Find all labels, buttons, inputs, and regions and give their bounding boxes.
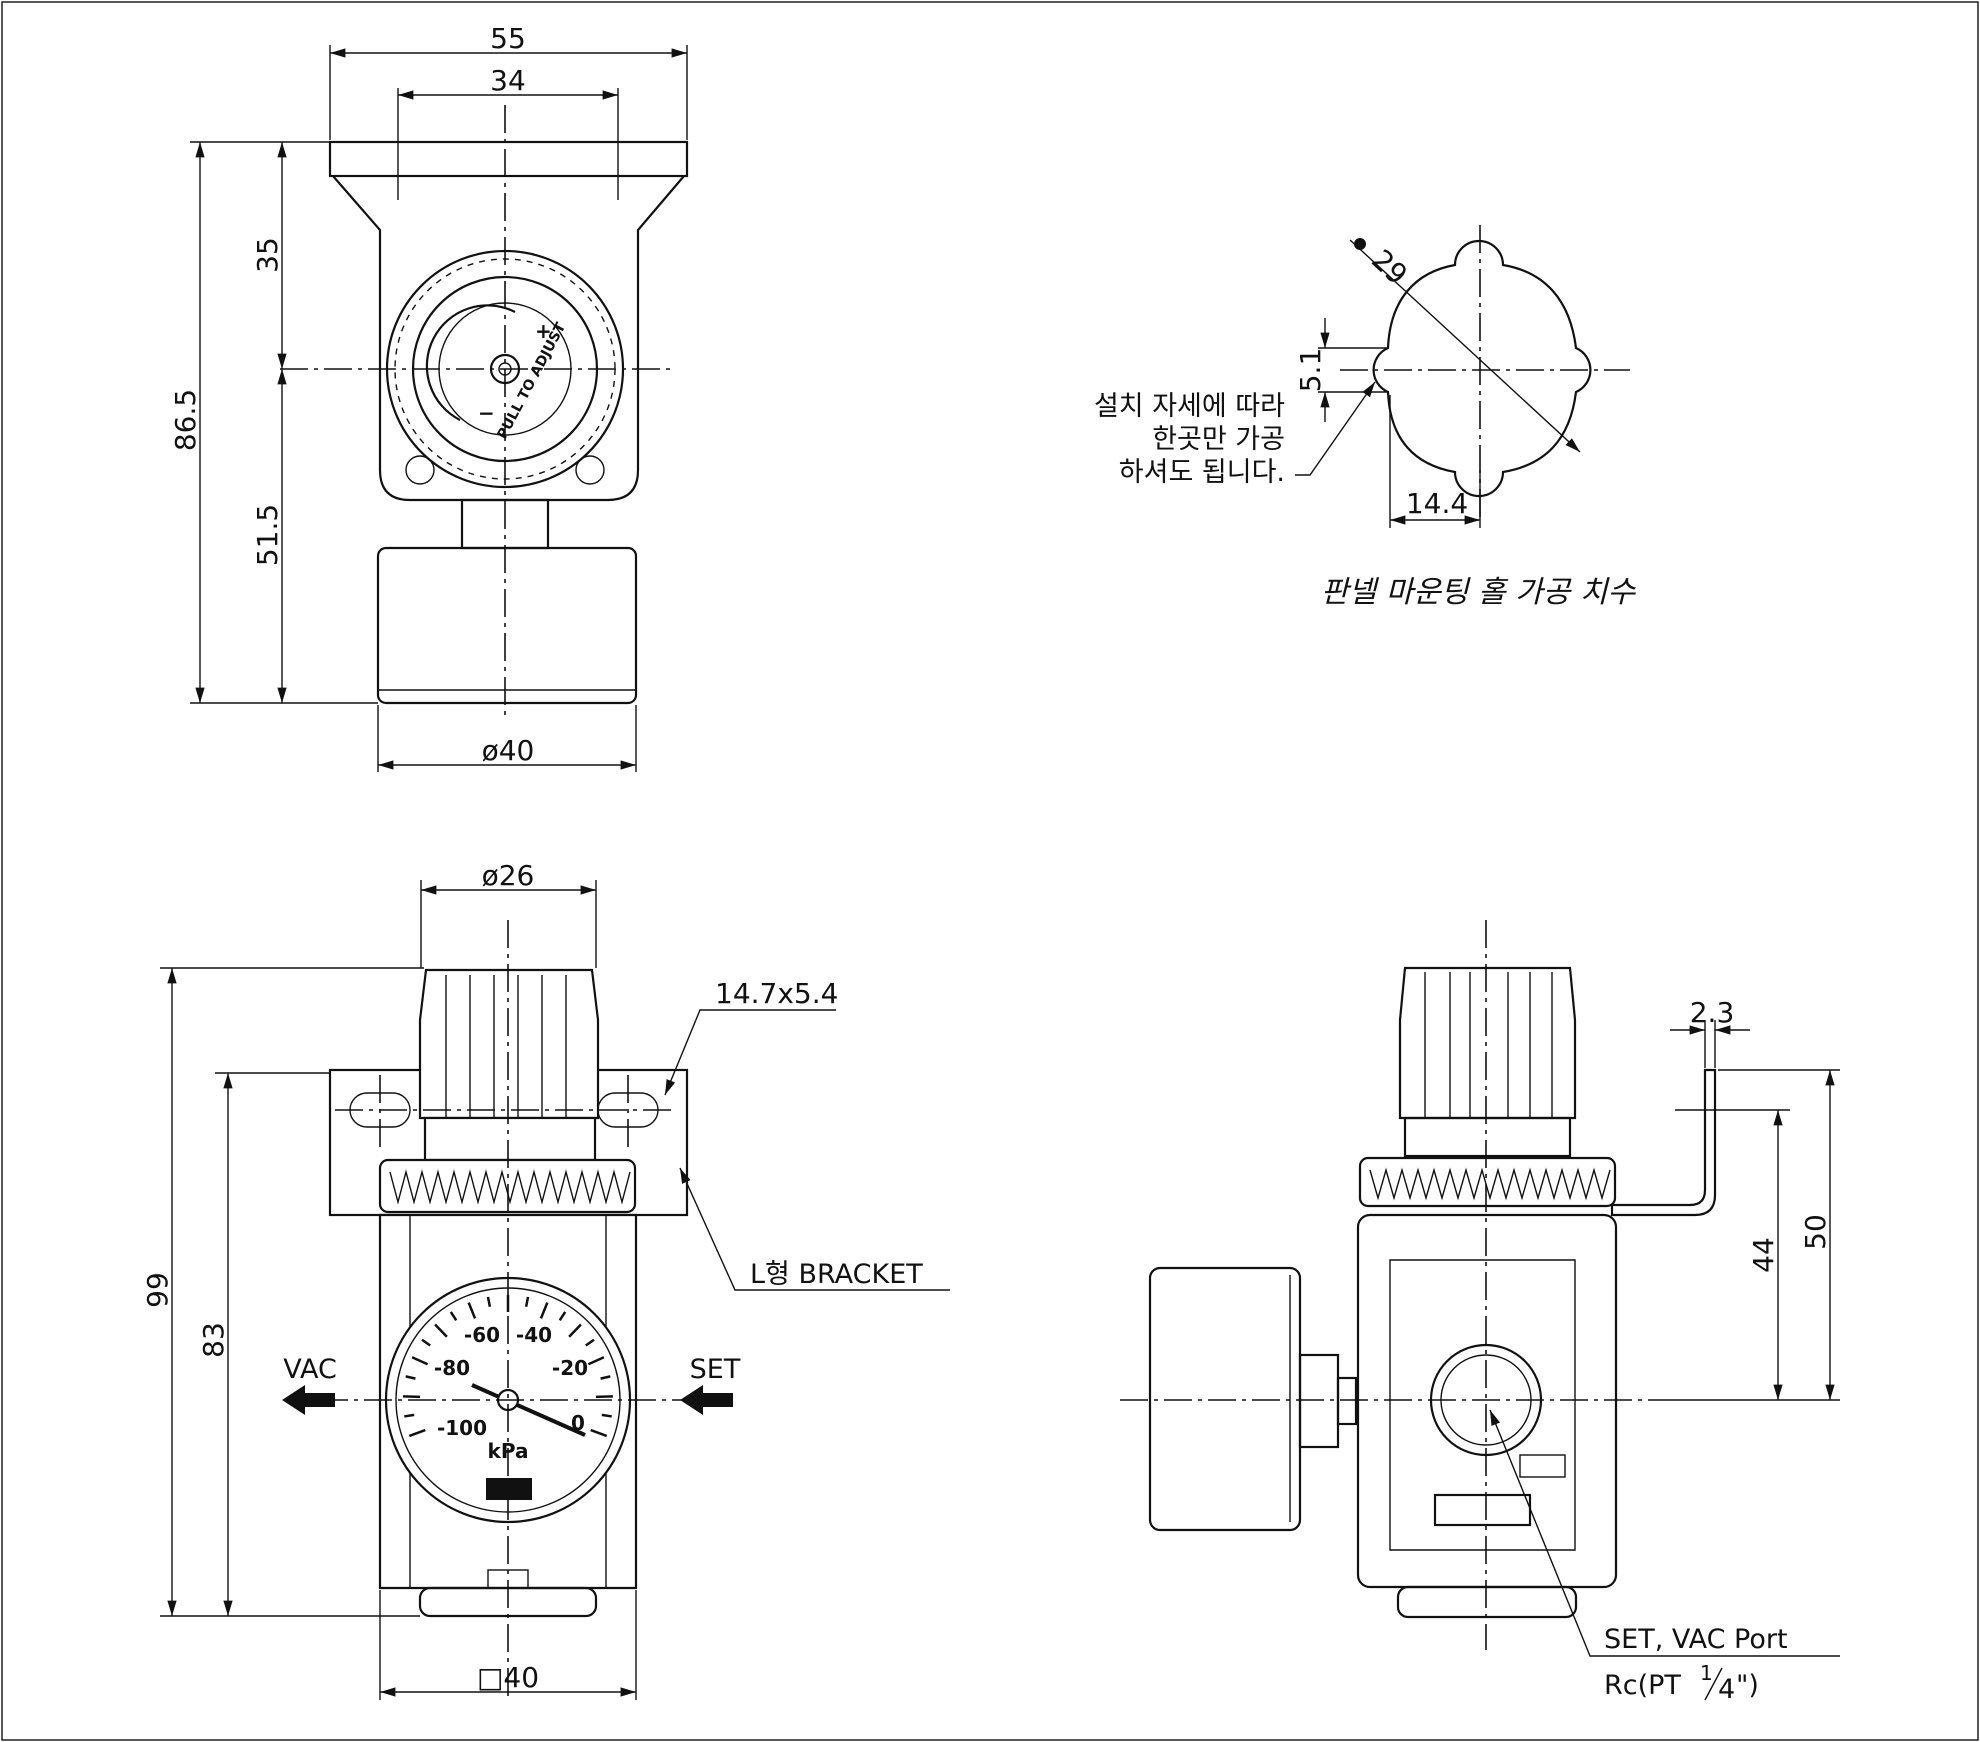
gauge-tick xyxy=(590,1428,608,1438)
gauge-label-20: -20 xyxy=(552,1356,588,1380)
dim-slot-size: 14.7x5.4 xyxy=(715,977,838,1010)
side-view: 2.3 50 44 SET, VAC Port Rc(PT 1 4 ") xyxy=(1120,920,1840,1705)
gauge-tick xyxy=(467,1302,477,1319)
gauge-label-40: -40 xyxy=(516,1323,552,1347)
front-view: -100 -80 -60 -40 -20 0 kPa KCC VAC SET ø… xyxy=(141,859,950,1700)
dim-slot: 5.1 xyxy=(1294,348,1327,393)
gauge-tick xyxy=(600,1375,611,1380)
gauge-ticks xyxy=(403,1295,613,1438)
dim-height-total: 86.5 xyxy=(169,389,202,451)
dim-height-lower: 51.5 xyxy=(251,504,284,566)
gauge-side xyxy=(1148,1266,1302,1532)
dim-hole-diameter: 29 xyxy=(1365,243,1414,291)
gauge-tick xyxy=(539,1302,549,1319)
dim-knob-dia: ø26 xyxy=(482,859,535,892)
gauge-tick xyxy=(449,1311,458,1322)
gauge-cylinder xyxy=(376,546,638,705)
gauge-logo: KCC xyxy=(491,1480,526,1499)
dim-offset: 14.4 xyxy=(1406,487,1468,520)
side-knob xyxy=(1398,966,1577,1120)
bracket-body xyxy=(332,175,685,502)
rotate-arrow-icon xyxy=(425,304,516,421)
gauge-tick xyxy=(595,1395,613,1399)
panel-hole-view: 29 5.1 14.4 설치 자세에 따라 한곳만 가공 하셔도 됩니다. 판넬… xyxy=(1094,225,1637,610)
panel-caption: 판넬 마운팅 홀 가공 치수 xyxy=(1321,575,1637,610)
gauge-tick xyxy=(587,1356,605,1366)
bolt-left xyxy=(405,455,435,485)
gauge-tick xyxy=(403,1395,421,1399)
knob-collar xyxy=(423,1116,597,1162)
side-body xyxy=(1356,1213,1618,1589)
gauge-tick xyxy=(421,1338,431,1347)
knob-plus: + xyxy=(535,319,552,343)
gauge-tick xyxy=(434,1323,448,1338)
note-line-2: 한곳만 가공 xyxy=(1152,424,1285,455)
gauge-tick xyxy=(601,1413,612,1418)
adjust-knob xyxy=(418,968,600,1120)
gauge-tick xyxy=(524,1296,530,1307)
gauge-tick xyxy=(568,1323,582,1338)
gauge-label-60: -60 xyxy=(464,1323,500,1347)
note-line-3: 하셔도 됩니다. xyxy=(1119,457,1285,488)
dim-diameter-body: ø40 xyxy=(482,734,535,767)
dim-height-port: 44 xyxy=(1747,1237,1780,1273)
dim-bracket-thickness: 2.3 xyxy=(1690,996,1735,1029)
set-arrow-icon xyxy=(680,1385,733,1415)
gauge-tick xyxy=(404,1413,415,1418)
side-bottom-cap xyxy=(1396,1585,1578,1619)
port-thread-den: 4 xyxy=(1718,1674,1735,1705)
side-serrated-ring xyxy=(1358,1156,1617,1208)
dim-height-total-front: 99 xyxy=(141,1272,174,1308)
bracket-label: L형 BRACKET xyxy=(750,1259,923,1290)
top-view: + − PULL TO ADJUST 55 34 86.5 35 51.5 xyxy=(169,22,689,772)
dim-body-square: □40 xyxy=(477,1661,539,1694)
port-label: SET, VAC Port xyxy=(1604,1624,1788,1655)
gauge-tick xyxy=(486,1296,492,1307)
side-l-bracket xyxy=(1610,1068,1717,1217)
gauge-tick xyxy=(411,1356,429,1366)
gauge-label-80: -80 xyxy=(434,1356,470,1380)
dim-height-upper: 35 xyxy=(251,237,284,273)
port-thread-prefix: Rc(PT xyxy=(1604,1670,1681,1701)
port-thread-suffix: ") xyxy=(1736,1670,1759,1701)
gauge-logo-box xyxy=(486,1478,532,1500)
note-line-1: 설치 자세에 따라 xyxy=(1094,391,1285,422)
dim-height-body: 83 xyxy=(197,1322,230,1358)
dim-width-inner: 34 xyxy=(490,64,526,97)
knob-minus: − xyxy=(478,401,495,425)
mounting-plate xyxy=(328,140,689,178)
vac-arrow-icon xyxy=(282,1385,335,1415)
dim-height-bracket: 50 xyxy=(1799,1214,1832,1250)
gauge-label-100: -100 xyxy=(437,1416,487,1440)
gauge-tick xyxy=(405,1375,416,1380)
gauge-tick xyxy=(558,1311,567,1322)
panel-hole-outline xyxy=(1372,239,1592,498)
gauge-tick xyxy=(408,1428,426,1438)
port-thread-num: 1 xyxy=(1700,1661,1713,1685)
gauge-needle xyxy=(471,1383,586,1437)
dim-width-outer: 55 xyxy=(490,22,526,55)
gauge-tick xyxy=(585,1338,595,1347)
bolt-right xyxy=(575,455,605,485)
set-label: SET xyxy=(690,1354,741,1385)
vac-label: VAC xyxy=(283,1354,337,1385)
